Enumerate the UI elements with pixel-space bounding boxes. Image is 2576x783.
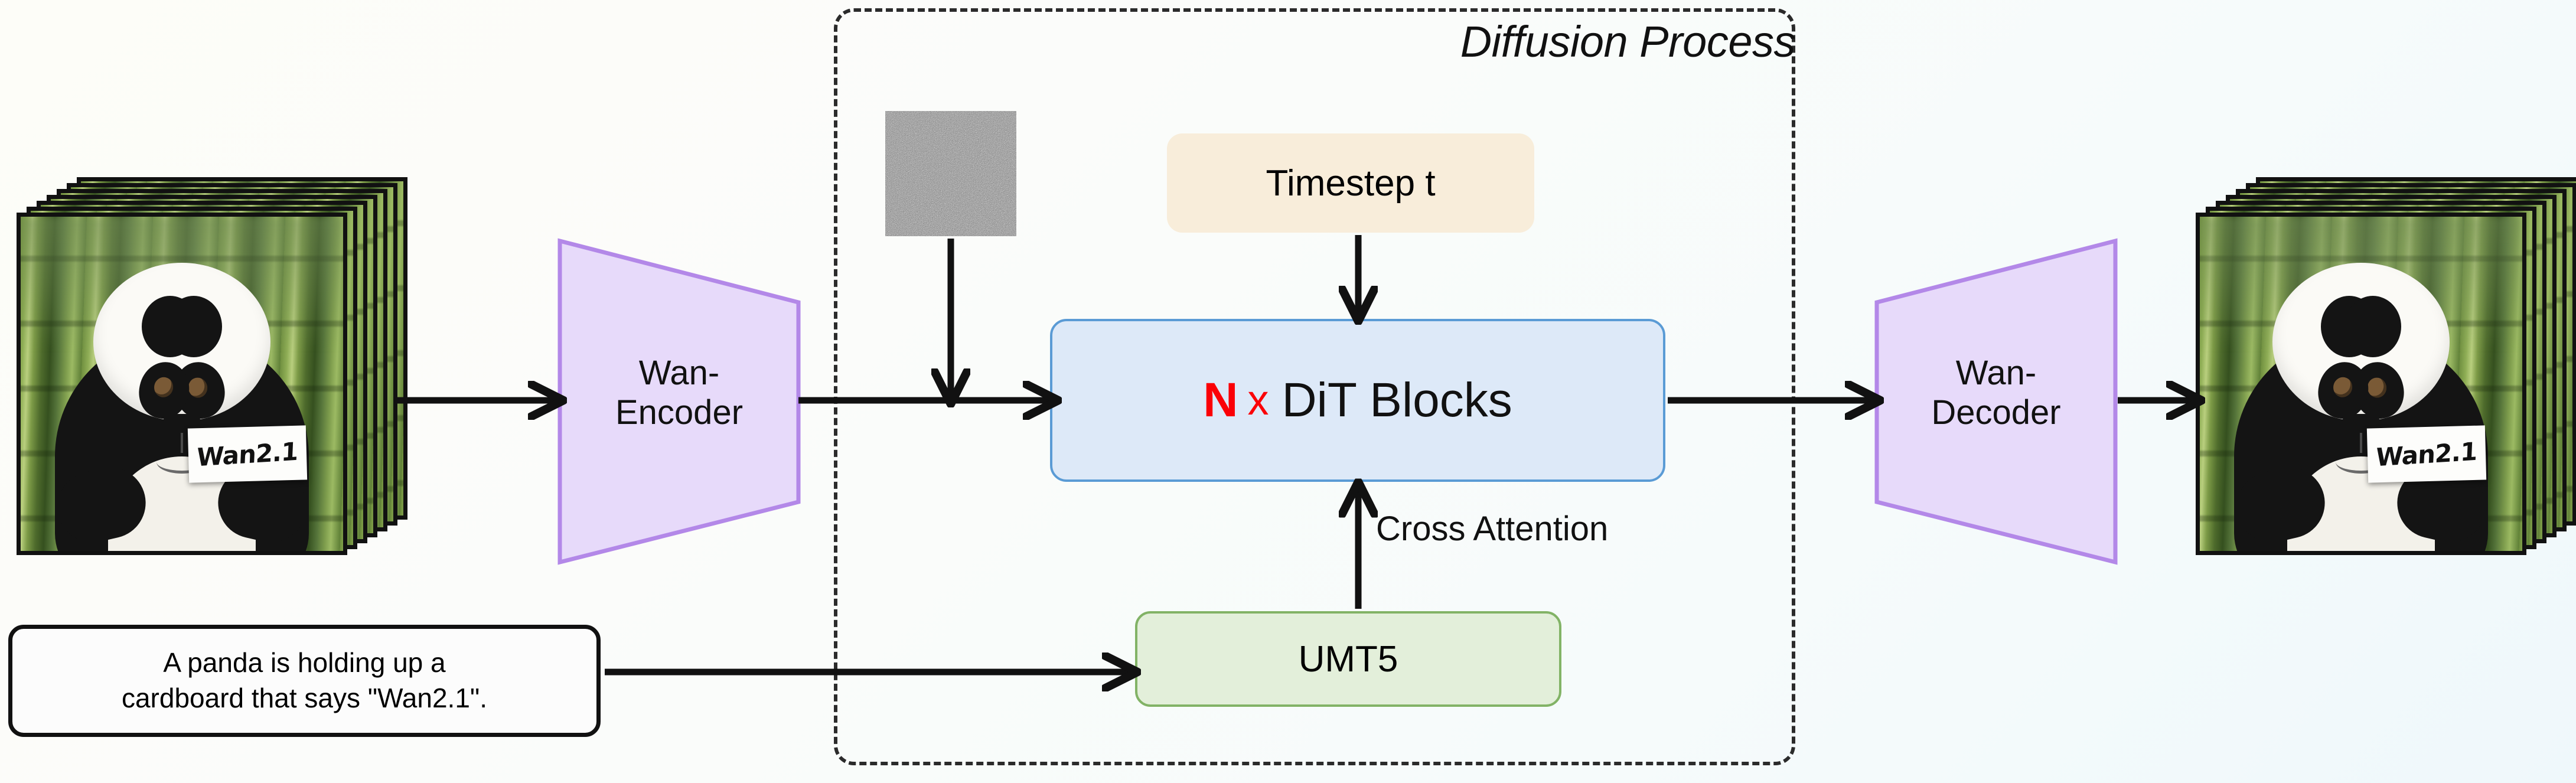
text-prompt-line2: cardboard that says "Wan2.1". <box>121 683 488 713</box>
wan-decoder-shape <box>1874 238 2118 565</box>
umt5-block[interactable]: UMT5 <box>1135 611 1561 707</box>
wan-decoder-block[interactable]: Wan- Decoder <box>1872 236 2120 567</box>
input-frame-stack: Wan2.1 <box>6 177 407 567</box>
dit-blocks-count: N <box>1203 373 1238 427</box>
dit-blocks-block[interactable]: N x DiT Blocks <box>1050 319 1665 482</box>
text-prompt-box[interactable]: A panda is holding up a cardboard that s… <box>8 625 601 737</box>
diffusion-process-title: Diffusion Process <box>1460 17 1796 66</box>
input-frame-1: Wan2.1 <box>17 213 347 555</box>
output-frame-sign: Wan2.1 <box>2366 425 2487 483</box>
output-frame-stack: Wan2.1 <box>2185 177 2576 567</box>
timestep-block[interactable]: Timestep t <box>1167 133 1534 233</box>
output-frame-1: Wan2.1 <box>2196 213 2526 555</box>
umt5-label: UMT5 <box>1298 638 1398 680</box>
dit-blocks-label: DiT Blocks <box>1282 373 1512 427</box>
diffusion-process-container <box>834 8 1795 765</box>
noise-latent-patch <box>885 111 1016 236</box>
cross-attention-label: Cross Attention <box>1376 510 1609 548</box>
dit-blocks-multiplier: x <box>1247 377 1269 424</box>
wan-encoder-block[interactable]: Wan- Encoder <box>555 236 803 567</box>
wan-encoder-shape <box>557 238 801 565</box>
timestep-label: Timestep t <box>1266 162 1436 204</box>
output-frame-sign-text: Wan2.1 <box>2375 436 2478 472</box>
input-frame-sign: Wan2.1 <box>187 425 308 483</box>
input-frame-sign-text: Wan2.1 <box>196 436 299 472</box>
text-prompt-line1: A panda is holding up a <box>163 647 446 678</box>
noise-texture <box>885 111 1016 236</box>
